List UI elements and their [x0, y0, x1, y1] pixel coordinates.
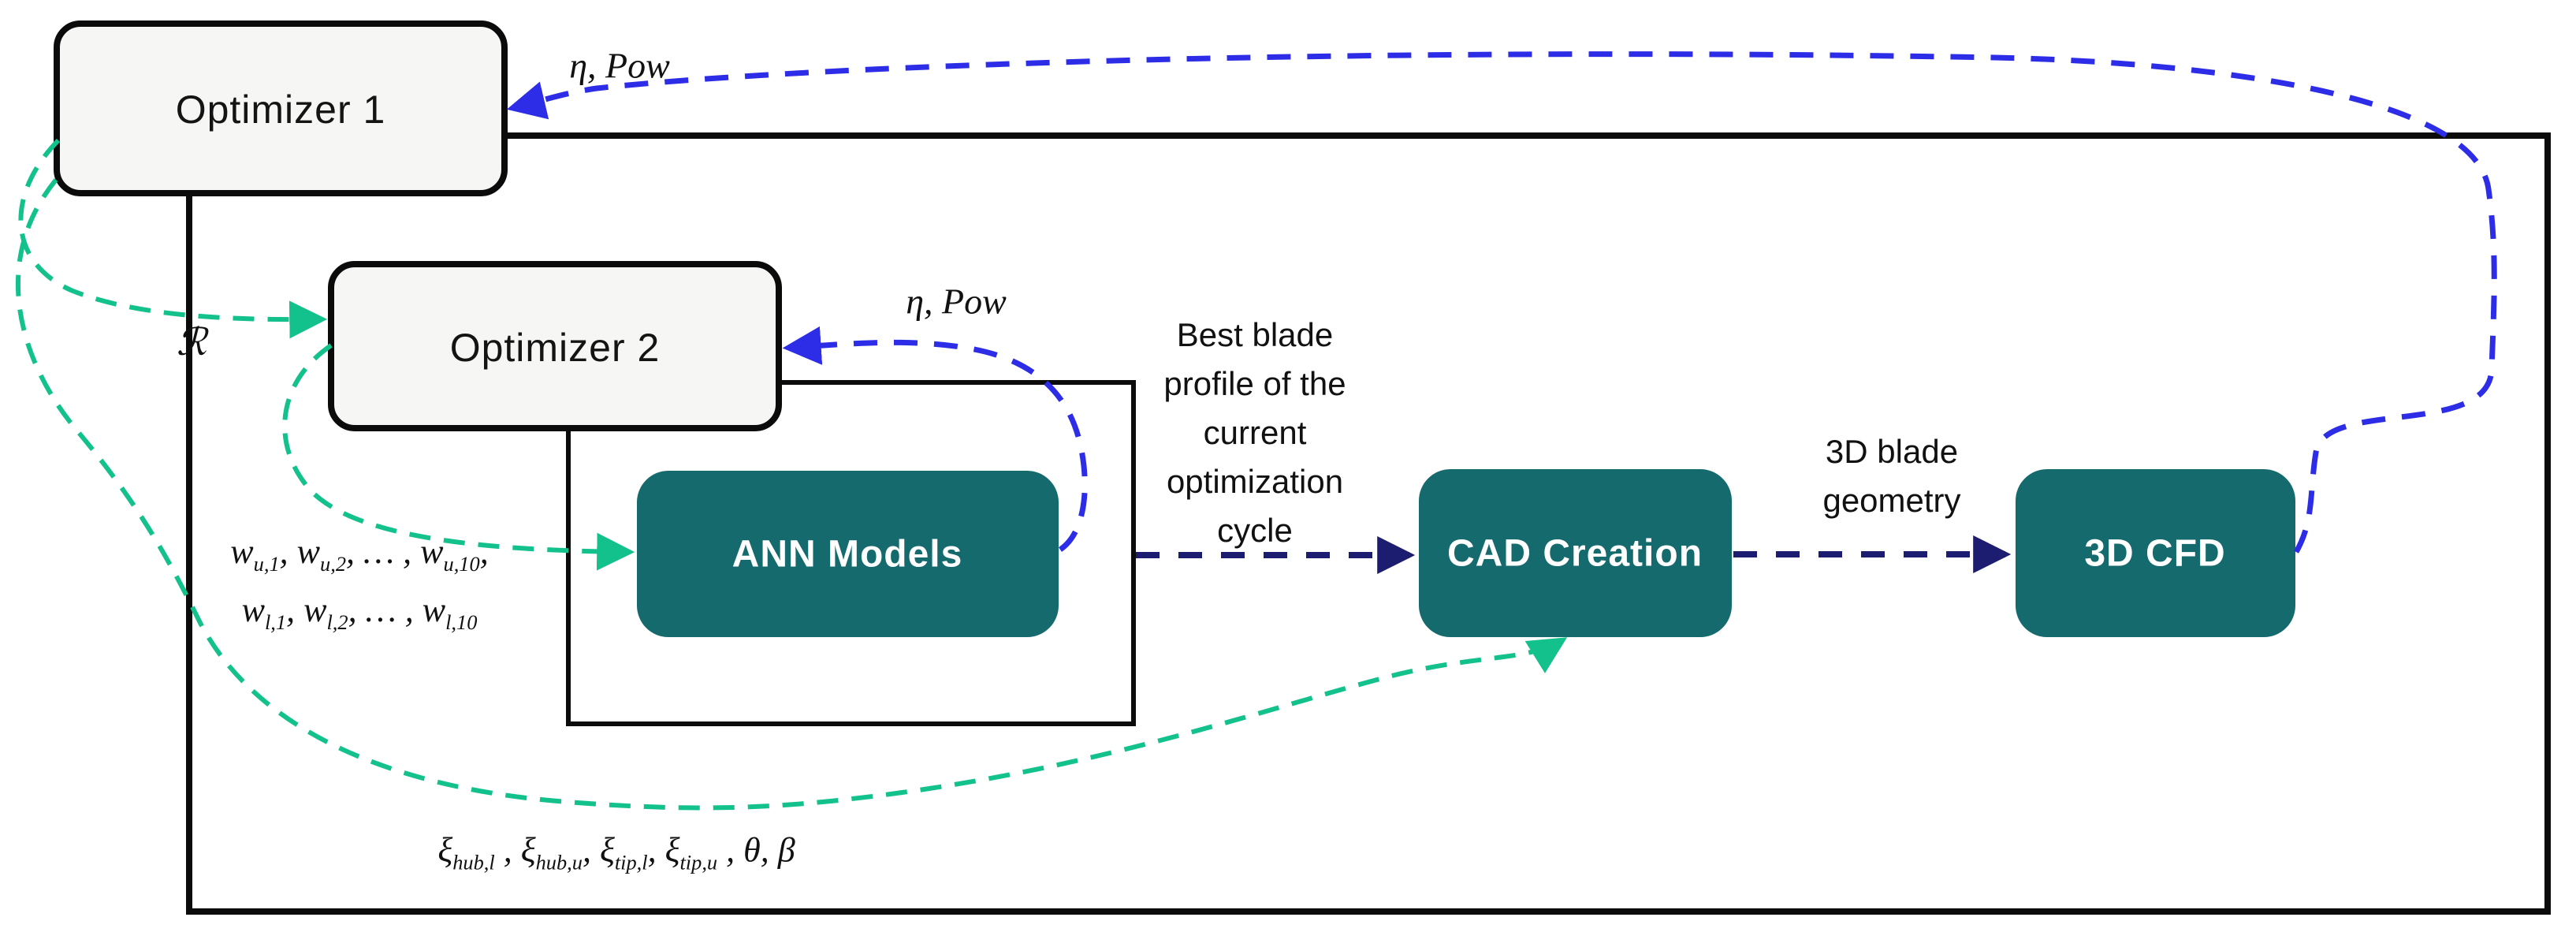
ann-models-label: ANN Models: [731, 533, 963, 576]
xi-theta-beta-label: ξhub,l , ξhub,u, ξtip,l, ξtip,u , θ, β: [437, 830, 795, 874]
radius-label: ℛ: [176, 320, 207, 364]
arrow-optimizer2-to-ann-weights: [282, 343, 635, 571]
cad-creation-label: CAD Creation: [1446, 532, 1703, 575]
cfd-3d-box: [2016, 469, 2295, 637]
eta-pow-inner-label: η, Pow: [906, 281, 1007, 322]
best-blade-line: profile of the: [1163, 365, 1346, 402]
optimizer1-box: [54, 21, 508, 196]
arrow-optimizer1-to-cad-angles: [15, 178, 1568, 811]
eta-pow-outer-label: η, Pow: [569, 45, 670, 86]
blade-geometry-label: 3D blade geometry: [1822, 427, 1960, 525]
best-blade-line: cycle: [1217, 512, 1293, 549]
optimizer2-label: Optimizer 2: [449, 326, 661, 370]
outer-loop-frame: [186, 132, 2551, 915]
optimizer1-label: Optimizer 1: [175, 88, 386, 132]
blade-geometry-line: 3D blade: [1825, 433, 1959, 470]
arrow-optimizer1-to-optimizer2-radius: [18, 138, 328, 339]
ann-models-box: [637, 471, 1059, 637]
inner-loop-frame: [566, 380, 1136, 726]
best-blade-label: Best blade profile of the current optimi…: [1163, 311, 1346, 555]
arrow-ann-to-optimizer2: [782, 326, 1088, 552]
weights-label-line1: wu,1, wu,2, … , wu,10,: [230, 532, 489, 576]
weights-label: wu,1, wu,2, … , wu,10, wl,1, wl,2, … , w…: [230, 523, 488, 639]
arrow-cfd-to-optimizer1: [506, 51, 2497, 554]
best-blade-line: current: [1203, 414, 1307, 451]
best-blade-line: Best blade: [1176, 316, 1334, 353]
best-blade-line: optimization: [1166, 463, 1344, 500]
cfd-3d-label: 3D CFD: [2084, 532, 2226, 575]
weights-label-line2: wl,1, wl,2, … , wl,10: [241, 591, 478, 634]
cad-creation-box: [1419, 469, 1732, 637]
blade-geometry-line: geometry: [1822, 482, 1961, 519]
